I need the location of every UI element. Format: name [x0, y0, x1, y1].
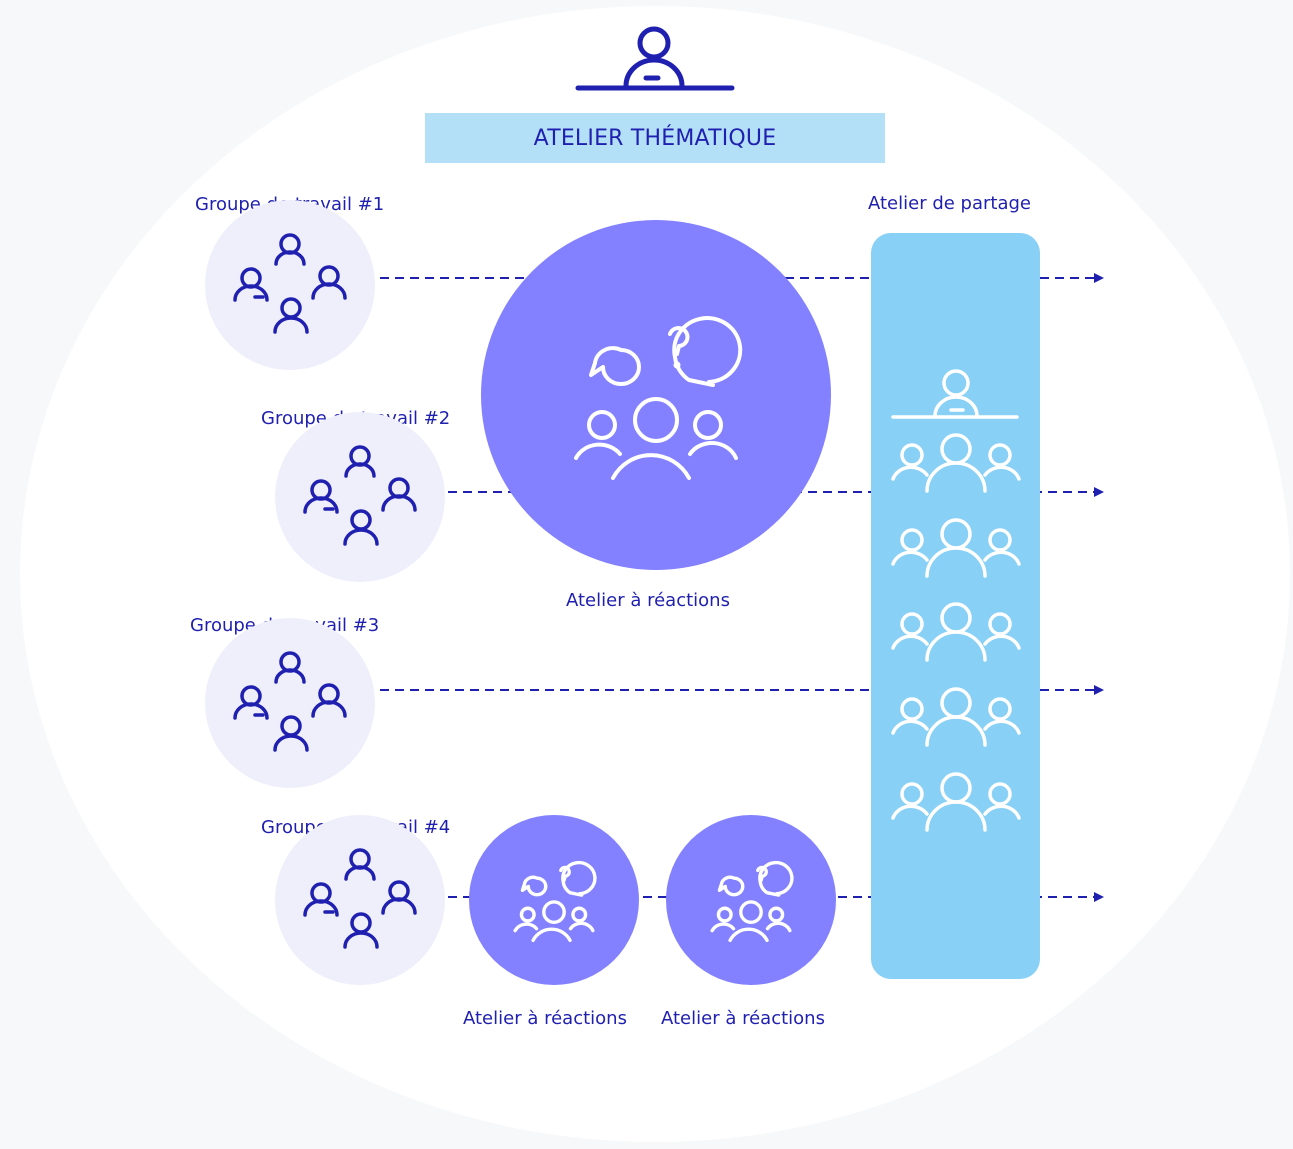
chat-question-people-icon — [574, 316, 743, 480]
group-circle-4 — [275, 815, 445, 985]
audience-row-4 — [891, 687, 1021, 747]
small-reaction-workshop-label-2: Atelier à réactions — [661, 1008, 825, 1029]
chat-question-people-icon — [710, 860, 794, 943]
audience-row-1 — [891, 433, 1021, 493]
reaction-workshop-circle — [481, 220, 831, 570]
group-people-icon — [303, 445, 417, 546]
group-people-icon — [233, 233, 347, 334]
small-reaction-workshop-label-1: Atelier à réactions — [463, 1008, 627, 1029]
group-circle-1 — [205, 200, 375, 370]
group-circle-3 — [205, 618, 375, 788]
small-reaction-workshop-circle-1 — [469, 815, 639, 985]
group-circle-2 — [275, 412, 445, 582]
audience-row-5 — [891, 772, 1021, 832]
group-people-icon — [303, 848, 417, 949]
page-title: ATELIER THÉMATIQUE — [425, 113, 885, 163]
reaction-workshop-label: Atelier à réactions — [566, 590, 730, 611]
moderator-icon — [575, 26, 735, 91]
audience-row-2 — [891, 518, 1021, 578]
audience-row-3 — [891, 602, 1021, 662]
audience-icon — [891, 369, 1021, 832]
chat-question-people-icon — [513, 860, 597, 943]
sharing-workshop-panel — [871, 233, 1040, 979]
background-ellipse — [20, 6, 1290, 1142]
group-people-icon — [233, 651, 347, 752]
small-reaction-workshop-circle-2 — [666, 815, 836, 985]
sharing-workshop-label: Atelier de partage — [868, 193, 1031, 214]
